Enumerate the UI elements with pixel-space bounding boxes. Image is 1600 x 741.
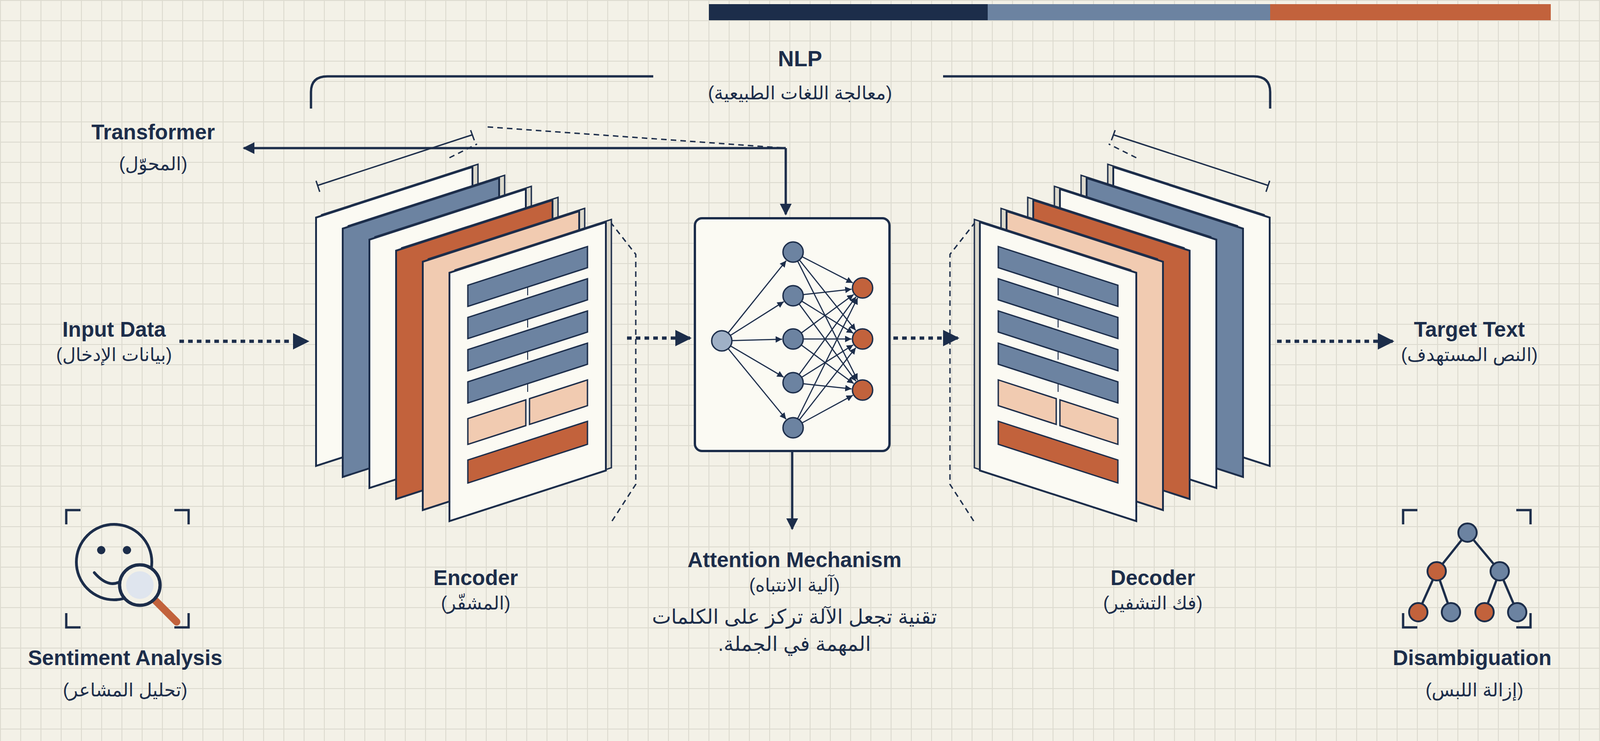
net-node (852, 379, 873, 401)
node-subtitle: (النص المستهدف) (1400, 343, 1538, 367)
node-subtitle: (آلية الانتباه) (647, 573, 942, 597)
net-link (799, 304, 857, 382)
net-node (782, 328, 804, 350)
layer-block (529, 379, 588, 425)
node-description: تقنية تجعل الآلة تركز على الكلمات المهمة… (647, 603, 942, 658)
caption-group: Decoder(فك التشفير) (1103, 564, 1203, 615)
net-link (802, 256, 853, 283)
node-subtitle: (فك التشفير) (1103, 591, 1203, 615)
net-node (782, 285, 804, 306)
io-label-node: Input Data(بيانات الإدخال) (51, 313, 177, 369)
flow-tick (527, 383, 529, 392)
flow-arrow (627, 336, 691, 340)
attention-box: Attention Mechanism(آلية الانتباه)تقنية … (693, 217, 891, 453)
sub-label: (معالجة اللغات الطبيعية) (707, 81, 893, 105)
layer-block (467, 421, 588, 484)
flow-tick (527, 351, 529, 360)
top-bar (708, 4, 988, 21)
transformer-leader (243, 147, 786, 150)
flow-tick (1057, 319, 1059, 328)
attention-leader (791, 452, 794, 530)
flow-tick (1057, 383, 1059, 392)
dimension-tick (1111, 130, 1116, 141)
node-title: Encoder (433, 564, 518, 592)
net-link (799, 296, 857, 375)
layer-stack-drawing (961, 107, 1275, 531)
layer-stack-drawing (311, 107, 625, 531)
io-label-node: Target Text(النص المستهدف) (1396, 313, 1543, 369)
dashed-outline (949, 222, 976, 524)
layer-block (998, 379, 1057, 425)
heading-label: NLP (777, 45, 823, 73)
net-link (803, 289, 852, 295)
flow-arrow (893, 336, 958, 340)
node-subtitle: (المشفّر) (433, 591, 518, 615)
dimension-tick (1266, 180, 1270, 192)
net-node (852, 277, 873, 299)
net-link (801, 345, 854, 384)
node-title: Attention Mechanism (647, 546, 942, 574)
dimension-tick (470, 130, 475, 141)
stack-group (949, 130, 1270, 524)
sub-label: (المحوّل) (119, 152, 188, 176)
caption-group: Attention Mechanism(آلية الانتباه) تقنية … (647, 546, 942, 658)
flow-arrow (179, 339, 308, 344)
sentiment-icon (76, 524, 177, 622)
sub-label: (تحليل المشاعر) (63, 678, 188, 702)
net-link (728, 348, 787, 420)
net-node (711, 330, 732, 352)
flow-tick (1057, 351, 1059, 360)
layer-panel (979, 222, 1137, 522)
net-node (852, 328, 873, 350)
node-subtitle: (بيانات الإدخال) (56, 343, 173, 367)
neural-net-drawing (696, 219, 893, 455)
stack-group (316, 130, 636, 524)
nlp-bracket (310, 76, 1271, 109)
transformer-leader (784, 148, 788, 215)
net-link (803, 338, 852, 340)
heading-label: Transformer (91, 119, 215, 146)
node-title: Input Data (56, 316, 173, 344)
net-link (731, 339, 783, 341)
layer-block (998, 421, 1118, 484)
caption-group: Encoder(المشفّر) (433, 564, 518, 615)
net-link (801, 395, 853, 423)
flow-tick (527, 319, 529, 328)
net-node (782, 241, 804, 263)
net-link (797, 261, 858, 381)
sub-label: (إزالة اللبس) (1425, 678, 1524, 702)
flow-tick (527, 287, 529, 296)
top-bar (987, 4, 1271, 21)
heading-label: Disambiguation (1392, 644, 1552, 672)
layer-block (1059, 399, 1118, 445)
net-link (801, 294, 854, 334)
dashed-outline (1108, 143, 1137, 158)
layer-panel (449, 222, 606, 522)
flow-arrow (1277, 339, 1393, 344)
layer-block (467, 399, 526, 445)
dashed-outline (610, 222, 636, 524)
net-node (782, 417, 804, 438)
net-link (728, 260, 787, 334)
dashed-guide (487, 126, 786, 149)
encoder-stack: Encoder(المشفّر) (311, 107, 625, 531)
net-node (782, 372, 804, 393)
net-link (730, 301, 784, 336)
dashed-outline (449, 143, 478, 158)
heading-label: Sentiment Analysis (28, 644, 223, 672)
top-bar (1270, 4, 1551, 21)
node-title: Target Text (1400, 316, 1538, 344)
dimension-tick (316, 180, 320, 192)
decoder-stack: Decoder(فك التشفير) (961, 107, 1275, 531)
tree-icon (1409, 523, 1527, 622)
net-link (797, 297, 858, 419)
flow-tick (1057, 287, 1059, 296)
node-title: Decoder (1103, 564, 1203, 592)
